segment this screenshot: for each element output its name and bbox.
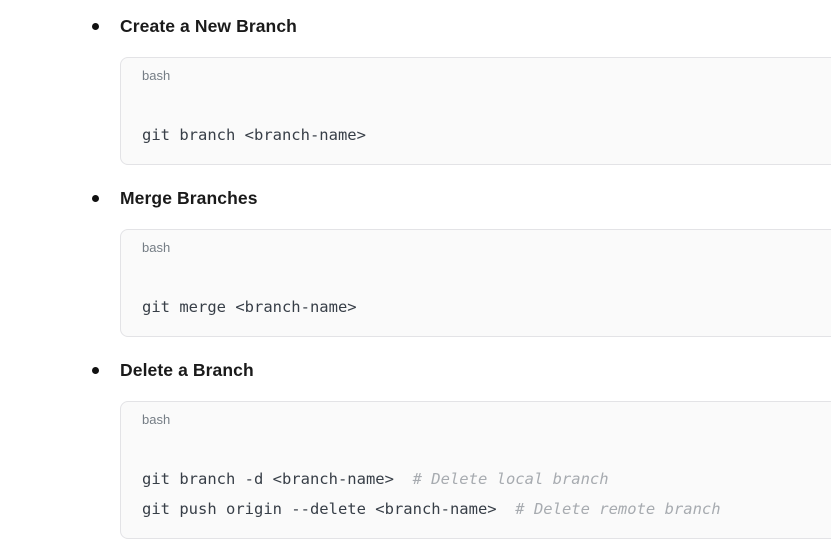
list-item: Create a New Branch bash git branch <bra…: [0, 16, 831, 165]
list-item-heading: Merge Branches: [0, 188, 831, 209]
code-line: git branch -d <branch-name> # Delete loc…: [142, 470, 609, 488]
code-block: bash git branch <branch-name>: [120, 57, 831, 165]
code-comment: # Delete local branch: [412, 470, 609, 488]
code-line: git push origin --delete <branch-name> #…: [142, 500, 721, 518]
list-item-heading: Delete a Branch: [0, 360, 831, 381]
code-language-label: bash: [142, 240, 171, 255]
code-content: git branch <branch-name>: [142, 120, 831, 150]
code-line: git branch <branch-name>: [142, 126, 366, 144]
list-item: Merge Branches bash git merge <branch-na…: [0, 188, 831, 337]
code-comment: # Delete remote branch: [515, 500, 721, 518]
code-content: git branch -d <branch-name> # Delete loc…: [142, 464, 831, 524]
code-language-label: bash: [142, 68, 171, 83]
code-language-label: bash: [142, 412, 171, 427]
bullet-list: Create a New Branch bash git branch <bra…: [0, 16, 831, 539]
list-item-heading: Create a New Branch: [0, 16, 831, 37]
code-block: bash git branch -d <branch-name> # Delet…: [120, 401, 831, 539]
code-block: bash git merge <branch-name>: [120, 229, 831, 337]
code-content: git merge <branch-name>: [142, 292, 831, 322]
section-title: Delete a Branch: [120, 360, 254, 380]
code-line: git merge <branch-name>: [142, 298, 357, 316]
section-title: Merge Branches: [120, 188, 258, 208]
list-item: Delete a Branch bash git branch -d <bran…: [0, 360, 831, 539]
bullet-marker: [92, 23, 99, 30]
section-title: Create a New Branch: [120, 16, 297, 36]
bullet-marker: [92, 367, 99, 374]
bullet-marker: [92, 195, 99, 202]
